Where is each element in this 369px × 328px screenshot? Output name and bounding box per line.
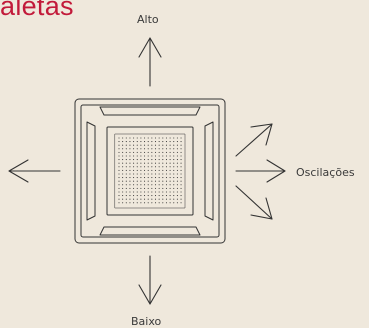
cassette-unit bbox=[74, 98, 226, 244]
label-up: Alto bbox=[137, 13, 159, 26]
arrow-up-icon bbox=[138, 37, 162, 87]
louver-bottom bbox=[99, 226, 201, 236]
section-title: aletas bbox=[0, 0, 74, 21]
louver-left bbox=[86, 121, 96, 221]
louver-right bbox=[204, 121, 214, 221]
louver-top bbox=[99, 106, 201, 116]
grille-dots bbox=[118, 137, 182, 204]
label-swing: Oscilações bbox=[296, 166, 355, 179]
label-down: Baixo bbox=[131, 315, 162, 328]
arrow-down-icon bbox=[138, 255, 162, 305]
swing-arrows-icon bbox=[235, 123, 286, 220]
arrow-left-icon bbox=[8, 159, 61, 183]
center-grille bbox=[106, 126, 194, 216]
